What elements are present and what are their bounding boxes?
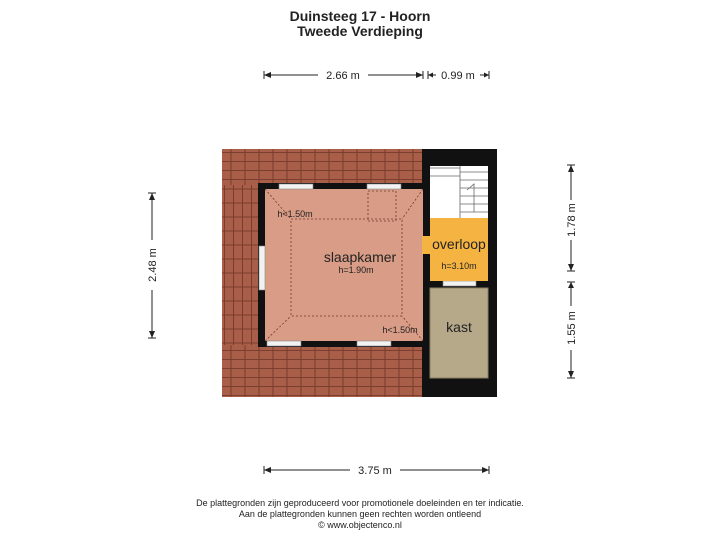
roof-tiles-left — [222, 185, 258, 345]
landing-doorway — [422, 236, 430, 254]
ceiling-slope-lines — [264, 188, 424, 342]
disclaimer-line-2: Aan de plattegronden kunnen geen rechten… — [238, 509, 482, 519]
landing-height: h=3.10m — [441, 261, 476, 271]
closet-floor — [429, 287, 489, 379]
bedroom-height: h=1.90m — [338, 265, 373, 275]
closet-name: kast — [446, 319, 472, 335]
dimension-arrows — [149, 72, 574, 473]
ceiling-height-bottom: h<1.50m — [382, 325, 417, 335]
dim-right-bottom: 1.55 m — [566, 311, 578, 345]
windows — [258, 183, 477, 347]
landing-floor — [430, 218, 488, 281]
plan-title: Duinsteeg 17 - Hoorn — [289, 8, 431, 24]
ceiling-height-top: h<1.50m — [277, 209, 312, 219]
bedroom-name: slaapkamer — [324, 249, 397, 265]
disclaimer-line-1: De plattegronden zijn geproduceerd voor … — [196, 498, 524, 508]
dim-top-left: 2.66 m — [326, 70, 360, 82]
dim-top-right: 0.99 m — [441, 70, 475, 82]
copyright-link[interactable]: © www.objectenco.nl — [318, 520, 402, 530]
dim-bottom: 3.75 m — [358, 465, 392, 477]
staircase — [430, 166, 488, 218]
landing-name: overloop — [432, 236, 486, 252]
dim-right-top: 1.78 m — [566, 203, 578, 237]
plan-subtitle: Tweede Verdieping — [297, 23, 423, 39]
dim-left: 2.48 m — [147, 248, 159, 282]
dimension-lines — [148, 71, 575, 474]
